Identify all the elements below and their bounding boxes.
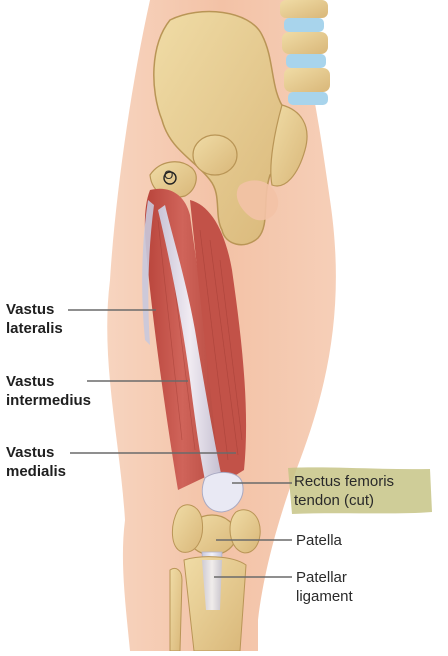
label-vastus-medialis: Vastus medialis (6, 444, 67, 480)
origin-marker-label: O (164, 168, 174, 182)
vastus-intermedius-tendon (158, 205, 222, 480)
leader-lines (68, 309, 292, 578)
fibula (169, 567, 183, 652)
label-rectus-femoris-tendon: Rectus femoris tendon (cut) (294, 473, 395, 509)
femur-condyles (172, 504, 204, 553)
label-patella: Patella (296, 532, 342, 549)
label-patellar-ligament: Patellar ligament (296, 569, 353, 605)
label-vastus-lateralis: Vastus lateralis (6, 301, 63, 337)
vastus-medialis-muscle (190, 200, 247, 485)
label-highlight (288, 467, 432, 514)
origin-marker-circle (163, 171, 177, 185)
vertebral-column (280, 0, 330, 105)
label-vastus-intermedius: Vastus intermedius (6, 373, 92, 409)
femoral-head (192, 134, 238, 176)
sacrum (270, 104, 308, 187)
